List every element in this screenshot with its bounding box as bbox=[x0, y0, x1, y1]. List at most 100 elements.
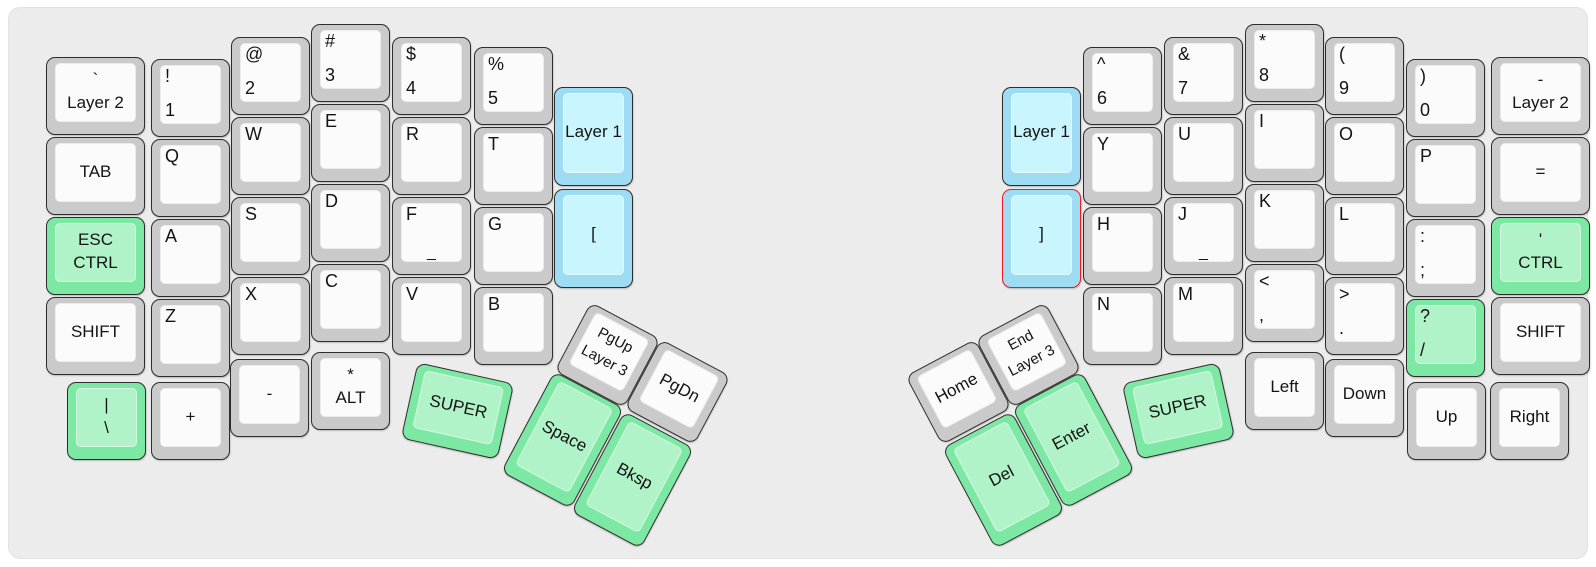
key-l-5[interactable]: %5 bbox=[474, 47, 553, 125]
key-r-u[interactable]: U bbox=[1164, 117, 1243, 195]
key-label: ! bbox=[165, 66, 171, 86]
key-r-9[interactable]: (9 bbox=[1325, 37, 1404, 115]
key-r-question-slash[interactable]: ?/ bbox=[1406, 299, 1485, 377]
key-label: *ALT bbox=[335, 365, 366, 407]
key-r-0[interactable]: )0 bbox=[1406, 59, 1485, 137]
key-r-quote-ctrl[interactable]: 'CTRL bbox=[1491, 217, 1590, 295]
key-r-7[interactable]: &7 bbox=[1164, 37, 1243, 115]
key-label: & bbox=[1178, 44, 1191, 64]
key-r-colon-semicolon[interactable]: :; bbox=[1406, 219, 1485, 297]
key-r-rbracket[interactable]: ] bbox=[1002, 189, 1081, 288]
key-r-n[interactable]: N bbox=[1083, 287, 1162, 365]
key-r-right[interactable]: Right bbox=[1490, 382, 1569, 460]
key-r-8[interactable]: *8 bbox=[1245, 24, 1324, 102]
key-l-grave-layer2[interactable]: `Layer 2 bbox=[46, 57, 145, 135]
key-l-tab[interactable]: TAB bbox=[46, 137, 145, 215]
key-r-6[interactable]: ^6 bbox=[1083, 47, 1162, 125]
key-l-e[interactable]: E bbox=[311, 104, 390, 182]
key-label: # bbox=[325, 31, 336, 51]
keycap-top bbox=[1416, 388, 1477, 447]
key-label: `Layer 2 bbox=[67, 70, 124, 112]
key-r-minus-layer2[interactable]: -Layer 2 bbox=[1491, 57, 1590, 135]
key-l-1[interactable]: !1 bbox=[151, 59, 230, 137]
key-l-r[interactable]: R bbox=[392, 117, 471, 195]
key-label: U bbox=[1178, 124, 1191, 144]
keycap-top bbox=[55, 223, 136, 282]
key-label: 6 bbox=[1097, 88, 1108, 108]
key-l-super[interactable]: SUPER bbox=[400, 362, 515, 460]
key-label: 7 bbox=[1178, 78, 1189, 98]
key-l-q[interactable]: Q bbox=[151, 139, 230, 217]
key-l-layer1[interactable]: Layer 1 bbox=[554, 87, 633, 186]
key-label: J bbox=[1178, 204, 1187, 224]
keycap-top bbox=[160, 305, 221, 364]
key-r-super[interactable]: SUPER bbox=[1121, 362, 1236, 460]
key-label: 4 bbox=[406, 78, 417, 98]
keycap-top bbox=[1173, 43, 1234, 102]
key-l-4[interactable]: $4 bbox=[392, 37, 471, 115]
key-r-comma[interactable]: <, bbox=[1245, 264, 1324, 342]
key-label: P bbox=[1420, 146, 1433, 166]
key-r-layer1[interactable]: Layer 1 bbox=[1002, 87, 1081, 186]
key-l-star-alt[interactable]: *ALT bbox=[311, 352, 390, 430]
keycap-top bbox=[483, 293, 544, 352]
key-label: ] bbox=[1039, 224, 1044, 243]
key-r-l[interactable]: L bbox=[1325, 197, 1404, 275]
key-l-lbracket[interactable]: [ bbox=[554, 189, 633, 288]
keycap-top bbox=[1334, 203, 1395, 262]
key-l-b[interactable]: B bbox=[474, 287, 553, 365]
key-r-shift[interactable]: SHIFT bbox=[1491, 297, 1590, 375]
key-r-h[interactable]: H bbox=[1083, 207, 1162, 285]
key-r-j[interactable]: J_ bbox=[1164, 197, 1243, 275]
keycap-top bbox=[483, 53, 544, 112]
keycap-top bbox=[320, 358, 381, 417]
key-l-s[interactable]: S bbox=[231, 197, 310, 275]
key-l-z[interactable]: Z bbox=[151, 299, 230, 377]
key-label: L bbox=[1339, 204, 1350, 224]
key-l-c[interactable]: C bbox=[311, 264, 390, 342]
keycap-top bbox=[160, 145, 221, 204]
key-l-2[interactable]: @2 bbox=[231, 37, 310, 115]
key-l-w[interactable]: W bbox=[231, 117, 310, 195]
key-r-p[interactable]: P bbox=[1406, 139, 1485, 217]
key-label: I bbox=[1259, 111, 1265, 131]
key-label: E bbox=[325, 111, 338, 131]
key-l-a[interactable]: A bbox=[151, 219, 230, 297]
key-l-f[interactable]: F_ bbox=[392, 197, 471, 275]
key-label: H bbox=[1097, 214, 1110, 234]
key-r-o[interactable]: O bbox=[1325, 117, 1404, 195]
key-label: 8 bbox=[1259, 65, 1270, 85]
key-l-d[interactable]: D bbox=[311, 184, 390, 262]
key-r-k[interactable]: K bbox=[1245, 184, 1324, 262]
key-sublabel: _ bbox=[1199, 244, 1208, 261]
key-label: 9 bbox=[1339, 78, 1350, 98]
key-l-plus[interactable]: + bbox=[151, 382, 230, 460]
key-label: < bbox=[1259, 271, 1270, 291]
keycap-top bbox=[1415, 225, 1476, 284]
key-r-left[interactable]: Left bbox=[1245, 352, 1324, 430]
key-l-t[interactable]: T bbox=[474, 127, 553, 205]
key-r-period[interactable]: >. bbox=[1325, 277, 1404, 355]
key-l-3[interactable]: #3 bbox=[311, 24, 390, 102]
key-label: G bbox=[488, 214, 503, 234]
key-r-up[interactable]: Up bbox=[1407, 382, 1486, 460]
keycap-top bbox=[563, 195, 624, 275]
key-l-minus[interactable]: - bbox=[230, 359, 309, 437]
key-r-i[interactable]: I bbox=[1245, 104, 1324, 182]
key-label: B bbox=[488, 294, 501, 314]
keycap-top bbox=[401, 123, 462, 182]
key-l-shift[interactable]: SHIFT bbox=[46, 297, 145, 375]
key-l-x[interactable]: X bbox=[231, 277, 310, 355]
key-r-down[interactable]: Down bbox=[1325, 359, 1404, 437]
key-label: -Layer 2 bbox=[1512, 70, 1569, 112]
key-l-g[interactable]: G bbox=[474, 207, 553, 285]
key-r-y[interactable]: Y bbox=[1083, 127, 1162, 205]
key-label: ? bbox=[1420, 306, 1431, 326]
key-r-m[interactable]: M bbox=[1164, 277, 1243, 355]
keycap-top bbox=[1500, 223, 1581, 282]
key-label: ^ bbox=[1097, 54, 1106, 74]
key-l-pipe-backslash[interactable]: |\ bbox=[67, 382, 146, 460]
key-l-v[interactable]: V bbox=[392, 277, 471, 355]
key-r-equals[interactable]: = bbox=[1491, 137, 1590, 215]
